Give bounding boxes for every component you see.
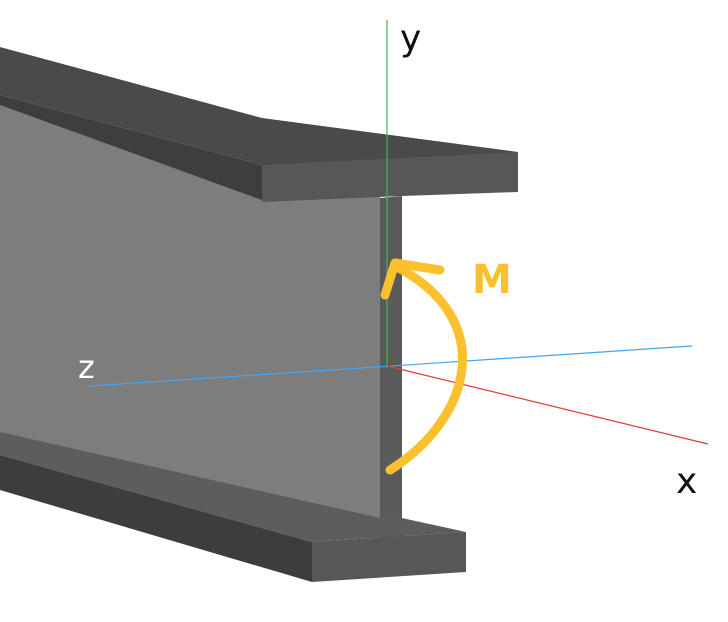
beam-bottom-flange-side	[0, 455, 312, 582]
z-axis-label: z	[78, 348, 95, 386]
x-axis-label: x	[676, 461, 697, 502]
moment-arc	[385, 261, 467, 475]
beam-bottom-flange-top	[0, 432, 466, 542]
moment-arrow	[380, 258, 467, 475]
x-axis-line	[386, 365, 709, 445]
beam-top-flange-side	[0, 95, 262, 200]
z-axis-line	[89, 345, 693, 387]
i-beam	[0, 47, 518, 582]
moment-label: M	[472, 257, 512, 303]
beam-bottom-flange-end	[312, 532, 466, 582]
moment-arrowhead	[380, 258, 445, 300]
beam-web-side-face	[0, 105, 380, 540]
beam-top-flange-end	[262, 152, 518, 202]
beam-web-end	[380, 196, 402, 545]
y-axis-label: y	[400, 18, 421, 59]
beam-top-flange-top	[0, 47, 518, 165]
